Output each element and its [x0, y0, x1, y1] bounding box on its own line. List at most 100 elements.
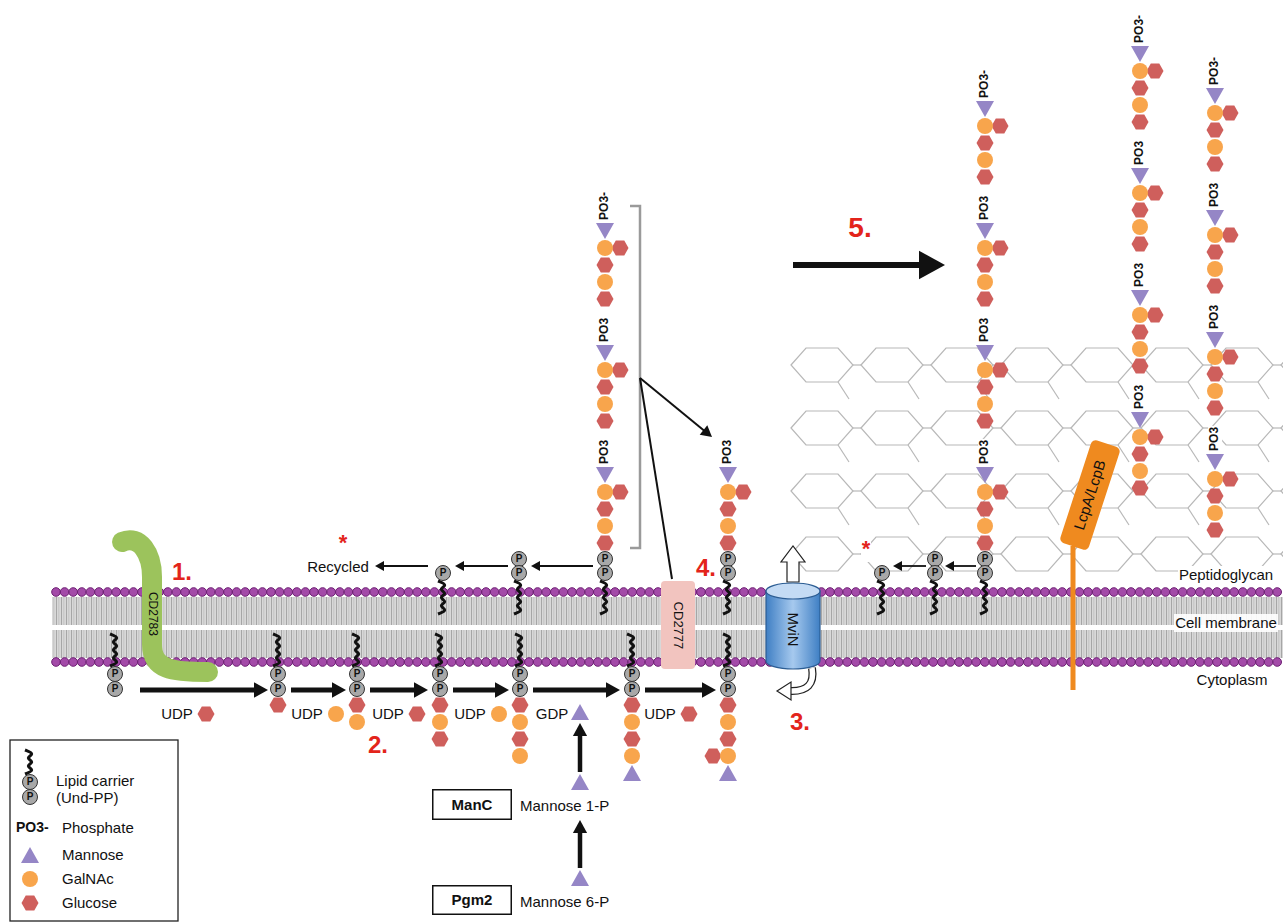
legend-label: GalNAc	[62, 870, 114, 887]
arrow-shaft	[953, 565, 976, 567]
lipid-head	[912, 658, 921, 667]
nucleotide-label: UDP	[644, 705, 676, 722]
lipid-head	[963, 588, 972, 597]
lipid-tail	[515, 634, 522, 666]
glucose-symbol	[198, 707, 215, 722]
lipid-head	[86, 588, 95, 597]
phosphate-label: PO3	[1208, 304, 1222, 330]
glycan-ring	[791, 474, 853, 508]
cylinder-top	[766, 583, 820, 599]
glycan-link	[993, 427, 1001, 428]
mannose-symbol	[596, 345, 614, 361]
phosphate-circle	[433, 667, 448, 682]
glucose-symbol	[432, 698, 449, 713]
phosphate-letter: P	[602, 554, 609, 564]
mannose-symbol	[719, 467, 737, 483]
lipid-tail	[514, 581, 521, 614]
lipid-head	[955, 588, 964, 597]
glucose-symbol	[1207, 489, 1224, 504]
lipid-head	[860, 658, 869, 667]
lipid-head	[396, 658, 405, 667]
lipid-head	[559, 658, 568, 667]
lipid-head	[379, 588, 388, 597]
mannose-symbol	[1131, 290, 1149, 306]
glycan-ring	[1281, 474, 1283, 508]
glucose-symbol	[1207, 279, 1224, 294]
phosphate-circle	[721, 552, 736, 567]
metabolite-label: Mannose 6-P	[520, 893, 609, 910]
lipid-head	[1256, 658, 1265, 667]
phosphate-letter: P	[437, 669, 444, 679]
galnac-symbol	[720, 748, 736, 764]
lipid-head	[413, 588, 422, 597]
arrow-shaft	[453, 688, 496, 693]
lipid-head	[920, 658, 929, 667]
arrow-head	[455, 561, 464, 571]
lipid-head	[843, 658, 852, 667]
phosphate-circle	[108, 682, 123, 697]
lipid-head	[748, 588, 757, 597]
lipid-head	[482, 658, 491, 667]
lipid-head	[1084, 588, 1093, 597]
process-label: Recycled	[307, 558, 369, 575]
lipid-head	[1144, 588, 1153, 597]
enzyme-box: ManC	[432, 789, 512, 820]
lipid-head	[370, 658, 379, 667]
glucose-symbol	[977, 536, 994, 551]
lipid-head	[95, 588, 104, 597]
lipid-head	[1247, 588, 1256, 597]
glucose-symbol	[432, 732, 449, 747]
lipid-head	[946, 658, 955, 667]
galnac-symbol	[432, 714, 448, 730]
lipid-head	[533, 588, 542, 597]
glycan-link	[1273, 490, 1281, 491]
lipid-head	[637, 658, 646, 667]
mannose-symbol	[571, 774, 589, 790]
lipid-head	[972, 588, 981, 597]
lipid-tail	[723, 634, 730, 666]
arrow-head	[495, 682, 509, 697]
arrow-shaft	[645, 688, 703, 693]
lipid-head	[353, 588, 362, 597]
phosphate-letter: P	[932, 568, 939, 578]
galnac-symbol	[977, 118, 993, 134]
phosphate-letter: P	[27, 792, 34, 802]
lipid-head	[284, 588, 293, 597]
glucose-symbol	[1207, 401, 1224, 416]
peptidoglycan-mesh	[791, 348, 1283, 571]
phosphate-circle	[721, 682, 736, 697]
lipid-head	[430, 588, 439, 597]
glycan-link	[853, 427, 861, 428]
mannose-symbol	[976, 223, 994, 239]
lipid-head	[447, 658, 456, 667]
lipid-head	[611, 658, 620, 667]
glycan-ring	[1141, 411, 1203, 445]
galnac-symbol	[1207, 383, 1223, 399]
lipid-head	[912, 588, 921, 597]
mannose-symbol	[1131, 412, 1149, 428]
galnac-symbol	[977, 152, 993, 168]
lipid-head	[1170, 588, 1179, 597]
glycan-link	[1063, 427, 1071, 428]
lipid-head	[929, 658, 938, 667]
lipid-head	[1049, 588, 1058, 597]
lipid-tail	[723, 581, 730, 614]
glucose-symbol	[612, 363, 629, 378]
lipid-head	[594, 588, 603, 597]
callout-number: 2.	[368, 731, 388, 759]
lipid-head	[318, 658, 327, 667]
lipid-head	[215, 658, 224, 667]
glycan-chains	[198, 46, 1239, 886]
galnac-symbol	[977, 274, 993, 290]
glucose-symbol	[992, 485, 1009, 500]
glucose-symbol	[1147, 430, 1164, 445]
metabolite-label: Mannose 1-P	[520, 797, 609, 814]
lipid-head	[207, 588, 216, 597]
glucose-symbol	[720, 732, 737, 747]
phosphate-circle	[436, 566, 451, 581]
glucose-symbol	[977, 170, 994, 185]
peptide-link	[1048, 382, 1059, 399]
lipid-head	[95, 658, 104, 667]
lipid-head	[344, 658, 353, 667]
lipid-head	[1075, 588, 1084, 597]
